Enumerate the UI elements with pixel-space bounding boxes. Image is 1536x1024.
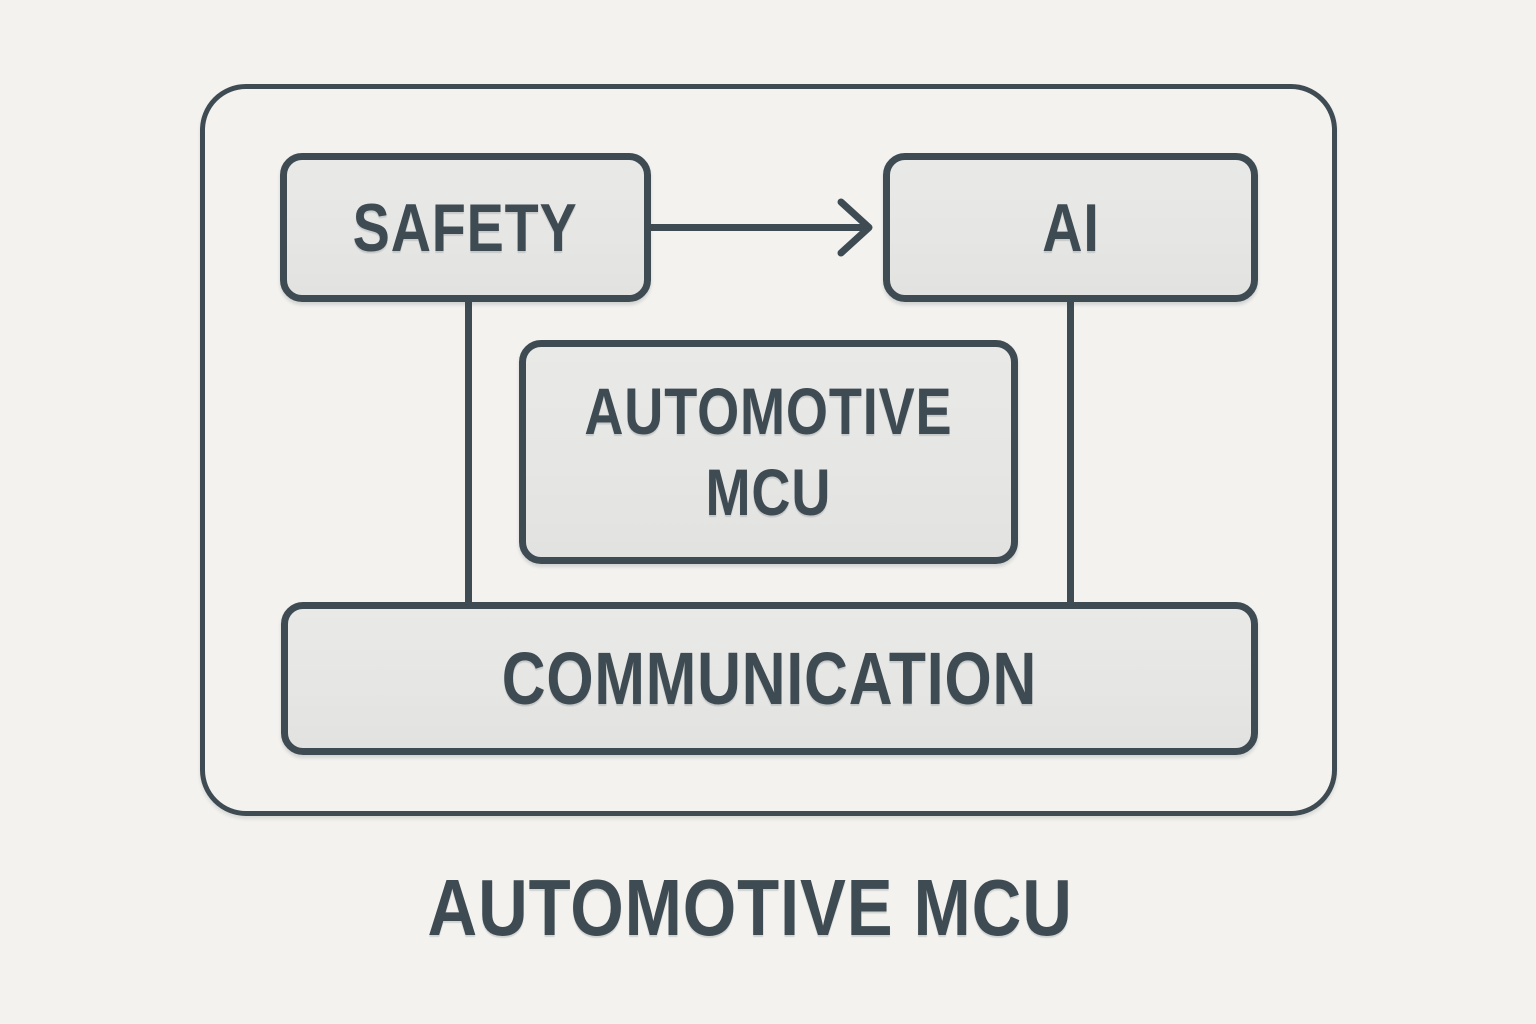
node-communication-label: COMMUNICATION [501, 637, 1038, 720]
outer-frame [200, 84, 1337, 816]
edge-safety-ai-arrowhead [837, 198, 873, 257]
node-automotive-mcu: AUTOMOTIVE MCU [519, 340, 1018, 564]
node-automotive-mcu-label-line2: MCU [705, 455, 832, 529]
node-safety-label: SAFETY [353, 189, 578, 266]
figure-caption-label: AUTOMOTIVE MCU [427, 863, 1073, 952]
node-ai: AI [883, 153, 1258, 302]
node-automotive-mcu-label-line1: AUTOMOTIVE [584, 374, 953, 449]
node-automotive-mcu-label: AUTOMOTIVE MCU [584, 371, 952, 532]
figure-caption: AUTOMOTIVE MCU [200, 863, 1300, 952]
node-safety: SAFETY [280, 153, 651, 302]
node-communication: COMMUNICATION [281, 602, 1258, 755]
node-ai-label: AI [1041, 189, 1100, 266]
